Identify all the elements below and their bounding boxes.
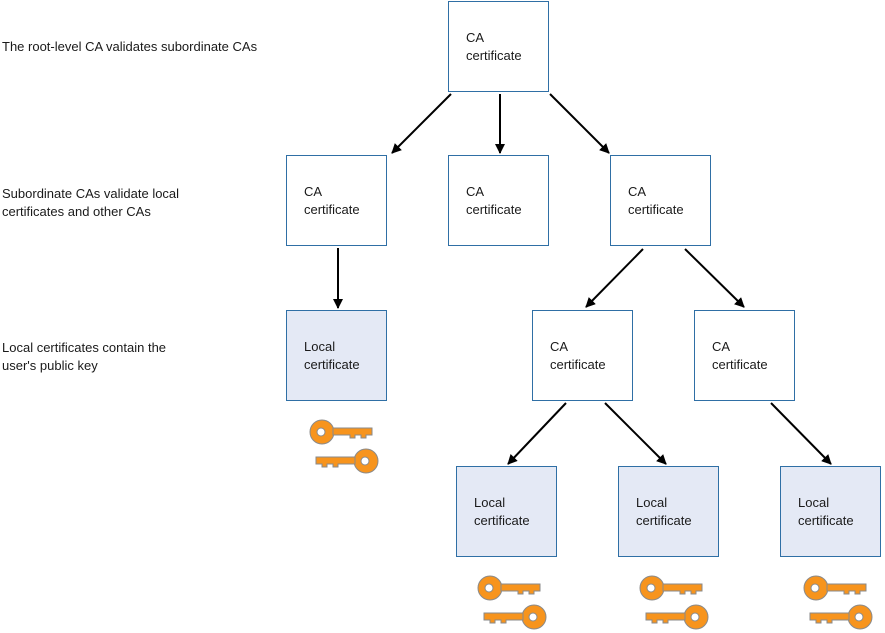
ca-certificate-level3-right: CA certificate: [694, 310, 795, 401]
box-label: CA certificate: [628, 184, 684, 217]
sub-ca-certificate-middle: CA certificate: [448, 155, 549, 246]
box-label: Local certificate: [304, 339, 360, 372]
caption-subordinate: Subordinate CAs validate local certifica…: [2, 186, 180, 219]
arrow-ca3-left-to-local-1: [507, 402, 567, 465]
arrow-root-to-sub-right: [549, 93, 610, 154]
box-label: CA certificate: [550, 339, 606, 372]
key-pair-icon: [309, 419, 379, 474]
key-pair-icon: [803, 575, 873, 630]
box-label: CA certificate: [712, 339, 768, 372]
arrow-root-to-sub-left: [391, 93, 452, 154]
sub-ca-certificate-left: CA certificate: [286, 155, 387, 246]
caption-local: Local certificates contain the user's pu…: [2, 340, 167, 373]
ca-certificate-level3-left: CA certificate: [532, 310, 633, 401]
local-certificate-bottom-3: Local certificate: [780, 466, 881, 557]
box-label: CA certificate: [304, 184, 360, 217]
box-label: Local certificate: [636, 495, 692, 528]
sub-ca-certificate-right: CA certificate: [610, 155, 711, 246]
local-certificate-bottom-2: Local certificate: [618, 466, 719, 557]
arrow-ca3-left-to-local-2: [604, 402, 667, 465]
key-pair-icon: [639, 575, 709, 630]
arrow-sub-right-to-ca3-left: [585, 248, 644, 308]
box-label: Local certificate: [474, 495, 530, 528]
arrow-ca3-right-to-local-3: [770, 402, 832, 465]
local-certificate-bottom-1: Local certificate: [456, 466, 557, 557]
box-label: CA certificate: [466, 30, 522, 63]
box-label: Local certificate: [798, 495, 854, 528]
arrow-sub-right-to-ca3-right: [684, 248, 745, 308]
box-label: CA certificate: [466, 184, 522, 217]
local-certificate-left: Local certificate: [286, 310, 387, 401]
root-ca-certificate: CA certificate: [448, 1, 549, 92]
caption-root-level: The root-level CA validates subordinate …: [2, 39, 258, 54]
key-pair-icon: [477, 575, 547, 630]
